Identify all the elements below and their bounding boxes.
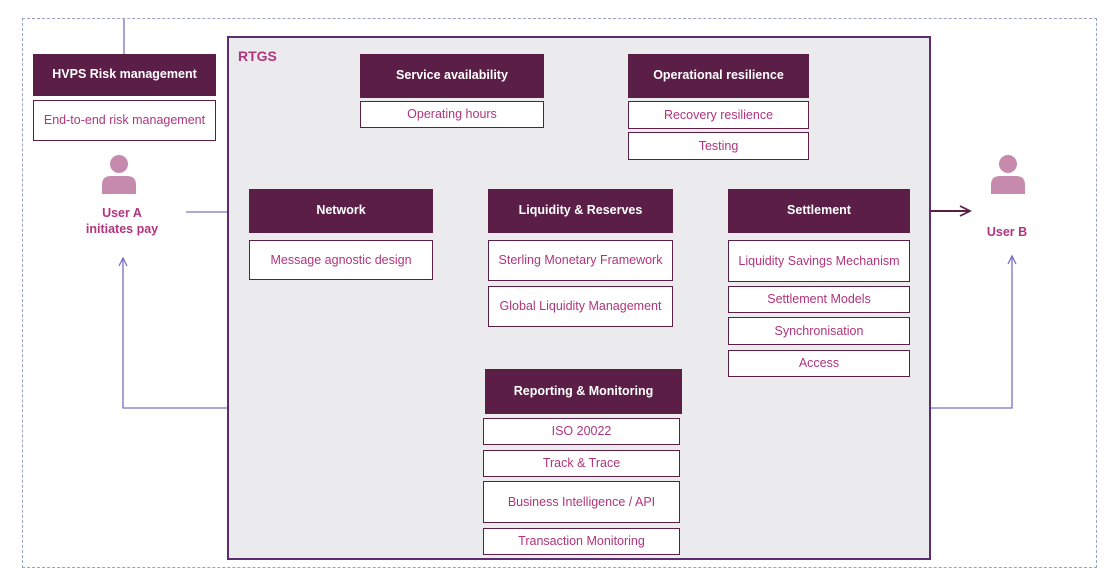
reporting-monitoring-header: Reporting & Monitoring bbox=[485, 369, 682, 414]
person-icon bbox=[102, 155, 136, 194]
settlement-item-synchronisation: Synchronisation bbox=[728, 317, 910, 345]
service-item-operating-hours: Operating hours bbox=[360, 101, 544, 128]
network-header: Network bbox=[249, 189, 433, 233]
settlement-item-models: Settlement Models bbox=[728, 286, 910, 313]
rtgs-label: RTGS bbox=[238, 48, 277, 64]
operational-resilience-header: Operational resilience bbox=[628, 54, 809, 98]
reporting-item-business-intelligence: Business Intelligence / API bbox=[483, 481, 680, 523]
service-availability-header: Service availability bbox=[360, 54, 544, 98]
hvps-item-end-to-end: End-to-end risk management bbox=[33, 100, 216, 141]
reporting-item-track-trace: Track & Trace bbox=[483, 450, 680, 477]
resilience-item-recovery: Recovery resilience bbox=[628, 101, 809, 129]
liquidity-reserves-header: Liquidity & Reserves bbox=[488, 189, 673, 233]
user-a-label: User A initiates pay bbox=[85, 206, 159, 237]
liquidity-item-global: Global Liquidity Management bbox=[488, 286, 673, 327]
settlement-item-access: Access bbox=[728, 350, 910, 377]
network-item-message-agnostic: Message agnostic design bbox=[249, 240, 433, 280]
settlement-item-lsm: Liquidity Savings Mechanism bbox=[728, 240, 910, 282]
reporting-item-iso20022: ISO 20022 bbox=[483, 418, 680, 445]
liquidity-item-sterling: Sterling Monetary Framework bbox=[488, 240, 673, 281]
hvps-risk-management-header: HVPS Risk management bbox=[33, 54, 216, 96]
resilience-item-testing: Testing bbox=[628, 132, 809, 160]
outer-boundary bbox=[22, 18, 1097, 568]
user-b-label: User B bbox=[986, 225, 1028, 239]
reporting-item-transaction-monitoring: Transaction Monitoring bbox=[483, 528, 680, 555]
person-icon bbox=[991, 155, 1025, 194]
settlement-header: Settlement bbox=[728, 189, 910, 233]
